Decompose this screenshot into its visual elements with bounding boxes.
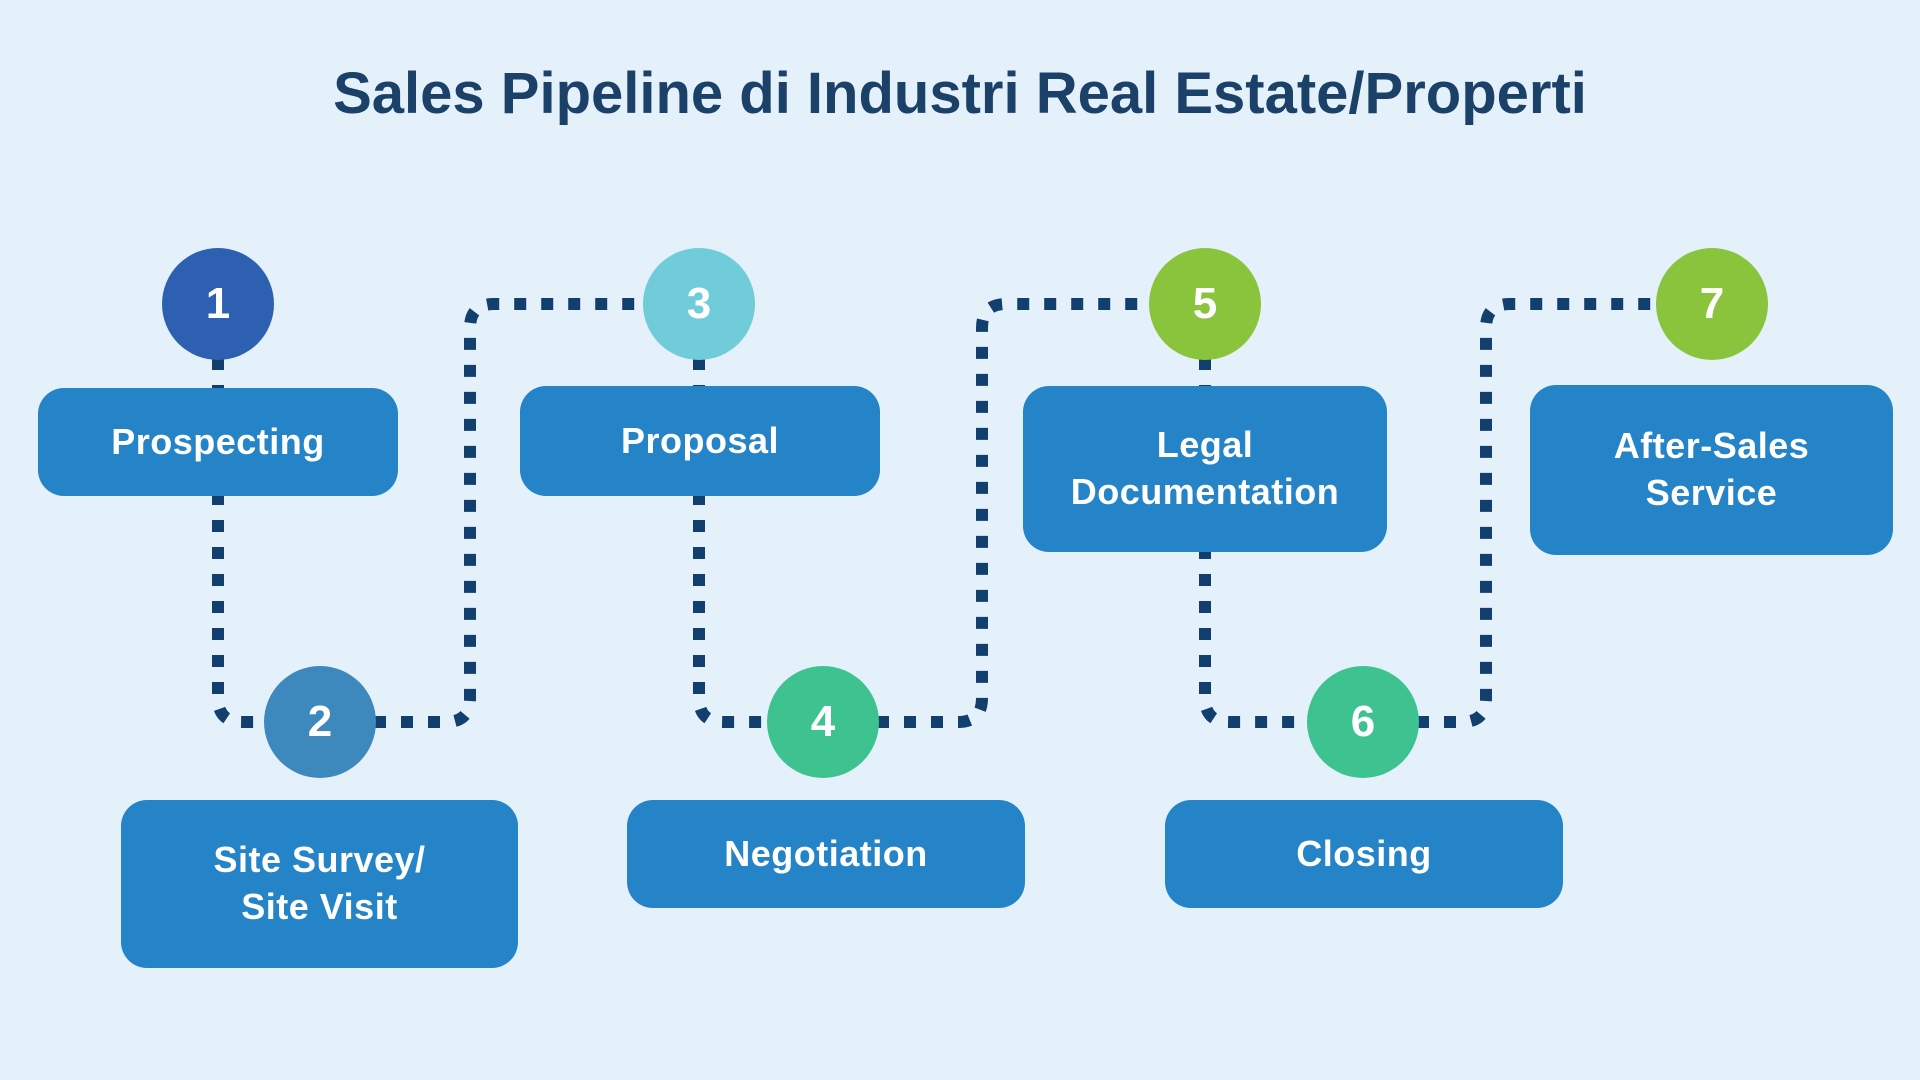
connector-stage6-stage7 [1363, 298, 1712, 728]
stage-4-box: Negotiation [627, 800, 1025, 908]
stage-3-number: 3 [686, 279, 712, 328]
stage-1-box: Prospecting [38, 388, 398, 496]
stage-5-circle: 5 [1149, 248, 1261, 360]
stage-6-box: Closing [1165, 800, 1563, 908]
stage-6-number: 6 [1350, 697, 1376, 746]
connector-stage5-stage6 [1199, 304, 1363, 728]
stage-7-number: 7 [1699, 279, 1725, 328]
stage-2-number: 2 [307, 697, 333, 746]
stage-1-number: 1 [205, 279, 231, 328]
stage-3-circle: 3 [643, 248, 755, 360]
stage-3-label: Proposal [620, 419, 780, 461]
stage-1-circle: 1 [162, 248, 274, 360]
stage-7-circle: 7 [1656, 248, 1768, 360]
connector-stage3-stage4 [693, 304, 823, 728]
stage-2-box: Site Survey/ Site Visit [121, 800, 518, 968]
stage-1-label: Prospecting [111, 420, 325, 462]
stage-6-label: Closing [1296, 832, 1432, 874]
stage-2-circle: 2 [264, 666, 376, 778]
connector-stage1-stage2 [212, 304, 320, 728]
connector-stage4-stage5 [823, 298, 1205, 728]
stage-7-box: After-Sales Service [1530, 385, 1893, 555]
stage-4-circle: 4 [767, 666, 879, 778]
diagram-title: Sales Pipeline di Industri Real Estate/P… [333, 61, 1587, 126]
stage-3-box: Proposal [520, 386, 880, 496]
stage-5-number: 5 [1192, 279, 1218, 328]
stage-7-label: After-Sales Service [1613, 425, 1810, 513]
stage-2-label: Site Survey/ Site Visit [213, 839, 426, 927]
stage-4-label: Negotiation [724, 832, 928, 874]
stage-5-box: Legal Documentation [1023, 386, 1387, 552]
stage-6-circle: 6 [1307, 666, 1419, 778]
stage-5-label: Legal Documentation [1070, 424, 1340, 512]
stage-4-number: 4 [810, 697, 836, 746]
connector-stage2-stage3 [320, 298, 699, 728]
